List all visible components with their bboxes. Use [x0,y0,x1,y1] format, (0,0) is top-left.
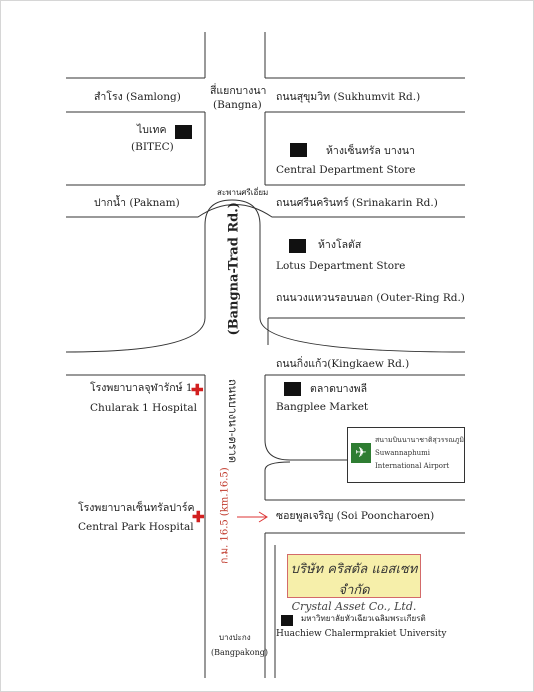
label-paknam: ปากน้ำ (Paknam) [94,197,180,209]
label-pooncharoen: ซอยพูลเจริญ (Soi Pooncharoen) [276,510,435,522]
label-company-en: Crystal Asset Co., Ltd. [291,600,417,613]
label-bangpakong-en: (Bangpakong) [211,648,268,657]
lotus-marker [289,239,306,253]
label-interchange: สะพานศรีเอี่ยม [217,188,269,197]
road-edge [264,461,291,471]
label-bitec-en: (BITEC) [131,141,174,153]
label-chularak-en: Chularak 1 Hospital [90,402,197,414]
road-curve [259,317,466,353]
airport-box: ✈ สนามบินนานาชาติสุวรรณภูมิ Suwannaphumi… [347,427,465,483]
label-lotus-th: ห้างโลตัส [318,239,362,251]
arrow-head [258,511,268,523]
label-bangna-trad-th: ถนนบางนา-ตราด [226,378,239,463]
label-airport-en2: International Airport [375,462,450,470]
bangplee-marker [284,382,301,396]
label-huachiew-th: มหาวิทยาลัยหัวเฉียวเฉลิมพระเกียรติ [301,614,426,623]
elevated-road [204,199,261,318]
label-bangna-th: สี่แยกบางนา [210,85,267,97]
label-lotus-en: Lotus Department Store [276,260,406,272]
label-km: ก.ม. 16.5 (km.16.5) [219,467,231,564]
bitec-marker [175,125,192,139]
label-bangna-en: (Bangna) [213,99,262,111]
label-bitec-th: ไบเทค [137,124,167,136]
label-central-th: ห้างเซ็นทรัล บางนา [326,145,415,157]
label-centralpark-en: Central Park Hospital [78,521,194,533]
company-box: บริษัท คริสตัล แอสเซท จำกัด Crystal Asse… [287,554,421,613]
label-company-th: บริษัท คริสตัล แอสเซท จำกัด [290,562,418,598]
label-sukhumvit: ถนนสุขุมวิท (Sukhumvit Rd.) [276,91,421,103]
label-samlong: สำโรง (Samlong) [94,91,181,103]
central-marker [290,143,307,157]
plane-icon: ✈ [351,443,371,463]
hospital-icon: ✚ [192,508,205,526]
hospital-icon: ✚ [191,381,204,399]
label-central-en: Central Department Store [276,164,416,176]
label-airport-en1: Suwannaphumi [375,449,431,457]
huachiew-marker [281,615,293,626]
road-curve [65,317,206,353]
label-huachiew-en: Huachiew Chalermprakiet University [276,629,447,639]
label-bangplee-en: Bangplee Market [276,401,369,413]
label-chularak-th: โรงพยาบาลจุฬารักษ์ 1 [90,382,193,394]
label-outer-ring: ถนนวงแหวนรอบนอก (Outer-Ring Rd.) [276,292,465,304]
srinakarin-bridge [66,204,465,218]
airport-road [264,439,347,461]
label-airport-th: สนามบินนานาชาติสุวรรณภูมิ [375,436,464,444]
label-kingkaew: ถนนกิ่งแก้ว(Kingkaew Rd.) [276,358,410,370]
label-centralpark-th: โรงพยาบาลเซ็นทรัลปาร์ค [78,502,195,514]
label-srinakarin: ถนนศรีนครินทร์ (Srinakarin Rd.) [276,197,438,209]
label-bangna-trad: (Bangna-Trad Rd.) [226,202,242,336]
label-bangplee-th: ตลาดบางพลี [310,383,368,395]
label-bangpakong-th: บางปะกง [219,633,251,642]
